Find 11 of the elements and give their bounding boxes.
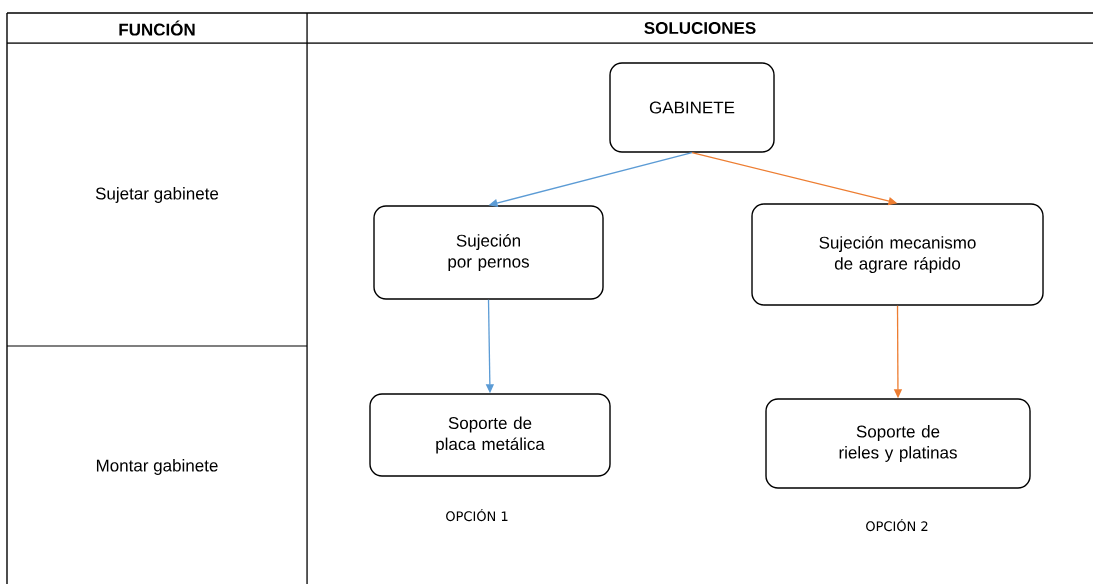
column-heading: SOLUCIONES [644, 22, 756, 35]
process-box: Soporte de rieles y platinas [765, 398, 1031, 489]
process-box: Soporte de placa metálica [369, 393, 611, 477]
process-box: GABINETE [609, 62, 775, 153]
option-label: OPCIÓN 2 [866, 518, 928, 532]
column-heading: FUNCIÓN [119, 20, 195, 36]
process-box: Sujeción mecanismo de agrare rápido [751, 203, 1044, 306]
option-label: OPCIÓN 1 [446, 508, 508, 522]
row-label: Montar gabinete [96, 459, 218, 475]
process-box: Sujeción por pernos [373, 205, 604, 300]
row-label: Sujetar gabinete [95, 187, 219, 203]
